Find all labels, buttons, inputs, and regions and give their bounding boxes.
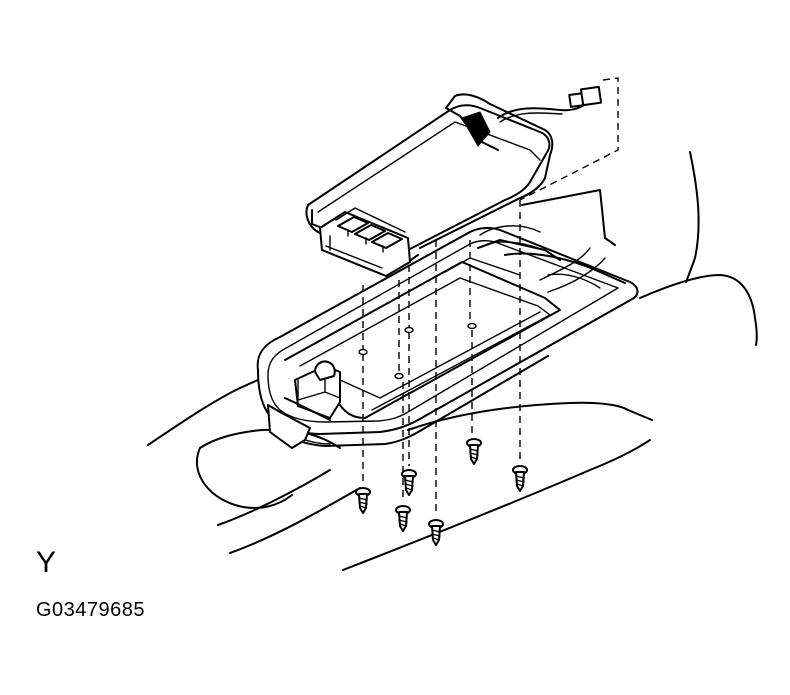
vehicle-body-outline bbox=[148, 152, 757, 570]
alignment-lines bbox=[363, 78, 618, 515]
screw-icon-group bbox=[356, 439, 527, 545]
console-frame bbox=[258, 226, 638, 448]
view-letter: Y bbox=[36, 546, 57, 579]
screw-icon bbox=[429, 520, 443, 545]
screw-icon bbox=[356, 488, 370, 513]
switch-module-icon bbox=[306, 94, 552, 276]
screw-icon bbox=[396, 506, 410, 531]
screw-icon bbox=[402, 470, 416, 495]
screw-icon bbox=[467, 439, 481, 464]
figure-code: G03479685 bbox=[36, 599, 146, 621]
wire-connector-icon bbox=[498, 87, 601, 122]
screw-icon bbox=[513, 466, 527, 491]
